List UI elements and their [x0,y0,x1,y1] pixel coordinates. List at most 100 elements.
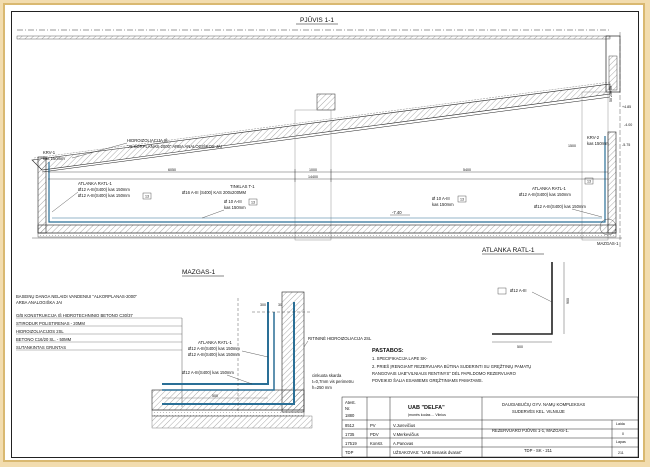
dim-5400: 5400 [463,168,471,172]
atlanka-right-rebar-1: Ø12 A-III(S400) kas 150mm [519,192,571,197]
level-400: -4.00 [624,123,632,127]
atlanka-detail: ATLANKA RATL-1 900 500 Ø12 A-III [482,247,570,349]
detail-bottom-rebar: Ø12 A-III(S400) kas 150mm [182,370,234,375]
note-2b: RANGOVAIS UAB"VILNIAUS RENTINYS" DĖL PAP… [372,371,517,376]
dim-14400: 14400 [308,175,318,179]
company-name: UAB "DELFA" [408,405,445,411]
row-1-name: V.Jurevičius [393,423,415,428]
lapas-value: 211 [618,451,624,455]
title-block-text: Atest. Nr. 1880 UAB "DELFA" Įmonės kodas… [345,400,626,455]
drawing-code: TDP - SK - 211 [524,448,553,453]
layer-6: SUTANKINTAS GRUNTAS [16,345,66,350]
notes: PASTABOS: 1. SPECIFIKACIJA LAPE SK- 2. P… [372,348,531,383]
rebar-b-kas: kas 150mm [432,202,454,207]
tdp-label: TDP [345,450,354,455]
customer: UŽSAKOVAS: "UAB Senasis dvaras" [393,450,463,455]
atest-nr: Nr. [345,406,350,411]
tinklas-title: TINKLAS T-1 [230,184,255,189]
atlanka-left-rebar-2: Ø12 A-III(S400) kas 150mm [78,193,130,198]
company-small: Įmonės kodas ... Vilnius [408,413,446,417]
atlanka-right-rebar-2: Ø12 A-III(S400) kas 150mm [534,204,586,209]
krv2-kas: kas 150mm [587,141,609,146]
layer-4: HIDROIZOLIACIJOS 2SL [16,329,64,334]
svg-text:13: 13 [460,198,464,202]
ritinine-label: RITININĖ HIDROIZOLIACIJA 2SL [308,336,372,341]
cinkuota-label-3: h=250 mm [312,385,332,390]
mazgas-callout: MAZGAS-1 [597,241,619,246]
note-1: 1. SPECIFIKACIJA LAPE SK- [372,356,428,361]
rebar-b: Ø 10 A-III [432,196,450,201]
atlanka-title: ATLANKA RATL-1 [482,247,535,254]
layer-1: BASEINŲ DANGA NELAIDI VANDENIUI "ALKORPL… [16,294,137,299]
atlanka-left-title: ATLANKA RATL-1 [78,181,112,186]
ref-number: 13 [457,195,467,203]
atlanka-dim-500: 500 [517,345,523,349]
ref-number: 13 [248,198,258,206]
cinkuota-label: cinkuota skarda [312,373,342,378]
row-2-role: PDV [370,432,379,437]
layer-1b: ARBA ANALOGIŠKA JAI [16,300,62,305]
section-1-1: PJŪVIS 1-1 6050 1000 [16,16,632,247]
drawing-sheet: PJŪVIS 1-1 6050 1000 [11,11,639,458]
ref-number: 13 [584,177,594,185]
mazgas-title: MAZGAS-1 [182,269,216,276]
detail-atlanka-rebar-2: Ø12 A-III(S400) kas 150mm [188,352,240,357]
atlanka-bar: Ø12 A-III [510,288,527,293]
dim-1500: 1500 [568,144,576,148]
row-2-nr: 1735 [345,432,355,437]
notes-title: PASTABOS: [372,348,404,354]
hidro-label: HIDROIZOLIACIJA IŠ [127,138,168,143]
layer-3: STIRODUR POLISTIRENAS - 20MM [16,321,85,326]
layer-2: G/B KONSTRUKCIJA IŠ HIDROTECHNINIO BETON… [16,313,133,318]
row-1-role: PV [370,423,376,428]
atlanka-dim-900: 900 [566,298,570,304]
note-2: 2. PRIEŠ ĮRENGIANT REZERVUARA BŪTINA SUD… [372,364,531,369]
project-line-1: DAUGIABUČIŲ GYV. NAMŲ KOMPLEKSAS [502,402,585,407]
row-1-nr: 8512 [345,423,355,428]
dim-1000: 1000 [309,168,317,172]
sheet-title: REZERVUARO PJŪVIS 1-1, MAZGAS-1. [492,428,569,433]
level-575: -5.75 [622,143,630,147]
note-2c: POVEIKIO ŠALIA ESAMIEMS GRĘŽTINIAMS PAMA… [372,378,483,383]
row-3-nr: 17519 [345,441,357,446]
layer-5: BETONO C16/20 SL. - 50MM [16,337,72,342]
section-title: PJŪVIS 1-1 [300,16,334,24]
svg-text:13: 13 [145,195,149,199]
hidro-label-2: "ALKORPLANAS-2000" ARBA ANALOGIŠKOS JAI [127,144,222,149]
krv1-kas: kas 150mm [43,156,65,161]
detail-dim-500: 500 [212,394,218,398]
cinkuota-label-2: t=0,7mm vis perimetru [312,379,354,384]
rebar-a: Ø 10 A-III [224,199,242,204]
detail-atlanka-rebar-1: Ø12 A-III(S400) kas 150mm [188,346,240,351]
detail-dim-300: 300 [260,303,266,307]
svg-text:13: 13 [251,201,255,205]
dims-top: 50 250 50 [609,86,613,102]
atest-label: Atest. [345,400,356,405]
atest-value: 1880 [345,413,355,418]
tinklas-spec: Ø16 A-III (S400) KAS 200x200MM [182,190,247,195]
row-2-name: V.Merkevičius [393,432,419,437]
atlanka-right-title: ATLANKA RATL-1 [532,186,566,191]
detail-dim-30: 30 [278,303,282,307]
row-3-name: A.Panovas [393,441,413,446]
level-740: -7.40 [392,210,402,215]
svg-text:13: 13 [587,180,591,184]
title-block [341,396,639,458]
krv2-label: KRV-2 [587,135,600,140]
drawing-canvas: PJŪVIS 1-1 6050 1000 [16,16,639,458]
detail-atlanka: ATLANKA RATL-1 [198,340,232,345]
project-line-2: SUDERVĖS KEL. VILNIUJE [512,409,565,414]
lapas-label: Lapas [616,440,626,444]
rebar-a-kas: kas 150mm [224,205,246,210]
atlanka-left-rebar-1: Ø12 A-III(S400) kas 150mm [78,187,130,192]
level-485: +4.85 [622,105,631,109]
laida-label: Laida [616,422,625,426]
drawing-frame: PJŪVIS 1-1 6050 1000 [3,3,645,462]
ref-number: 13 [142,192,152,200]
mazgas-detail: ATLANKA RATL-1 Ø12 A-III(S400) kas 150mm… [151,291,372,429]
laida-value: 0 [622,432,624,436]
row-3-role: Konstr. [370,441,383,446]
dim-6050: 6050 [168,168,176,172]
krv1-label: KRV-1 [43,150,56,155]
mazgas-layers: MAZGAS-1 BASEINŲ DANGA NELAIDI VANDENIUI… [16,269,224,407]
